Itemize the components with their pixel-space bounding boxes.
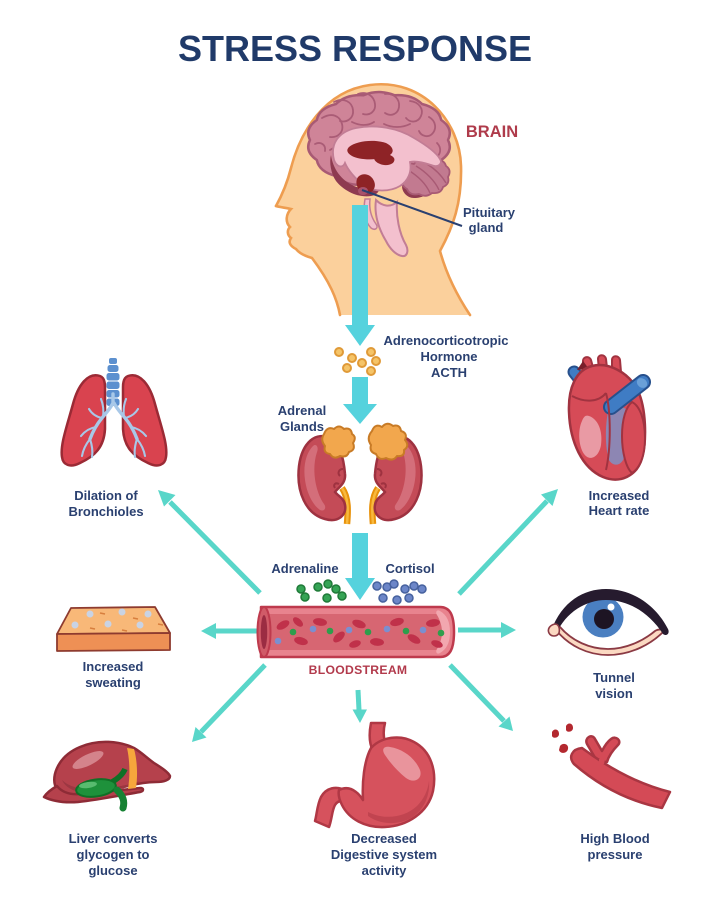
svg-text:Pituitary: Pituitary — [463, 205, 516, 220]
svg-text:ACTH: ACTH — [431, 365, 467, 380]
svg-text:Liver converts: Liver converts — [69, 831, 158, 846]
svg-text:sweating: sweating — [85, 675, 141, 690]
svg-text:gland: gland — [469, 220, 504, 235]
svg-text:Hormone: Hormone — [420, 349, 477, 364]
svg-text:Increased: Increased — [83, 659, 144, 674]
svg-text:glucose: glucose — [88, 863, 137, 878]
svg-text:Decreased: Decreased — [351, 831, 417, 846]
svg-text:glycogen to: glycogen to — [77, 847, 150, 862]
svg-text:activity: activity — [362, 863, 408, 878]
svg-text:Dilation of: Dilation of — [74, 488, 138, 503]
svg-text:Adrenaline: Adrenaline — [271, 561, 338, 576]
svg-text:pressure: pressure — [588, 847, 643, 862]
svg-text:Adrenocorticotropic: Adrenocorticotropic — [384, 333, 509, 348]
svg-text:Increased: Increased — [589, 488, 650, 503]
svg-text:vision: vision — [595, 686, 633, 701]
svg-text:Heart rate: Heart rate — [589, 503, 650, 518]
svg-text:BLOODSTREAM: BLOODSTREAM — [309, 663, 408, 677]
svg-text:Tunnel: Tunnel — [593, 670, 635, 685]
svg-text:Bronchioles: Bronchioles — [68, 504, 143, 519]
svg-text:Cortisol: Cortisol — [385, 561, 434, 576]
svg-text:STRESS RESPONSE: STRESS RESPONSE — [178, 28, 532, 69]
svg-text:Adrenal: Adrenal — [278, 403, 326, 418]
svg-text:BRAIN: BRAIN — [466, 123, 518, 141]
svg-text:Digestive system: Digestive system — [331, 847, 437, 862]
svg-text:Glands: Glands — [280, 419, 324, 434]
svg-text:High Blood: High Blood — [580, 831, 649, 846]
